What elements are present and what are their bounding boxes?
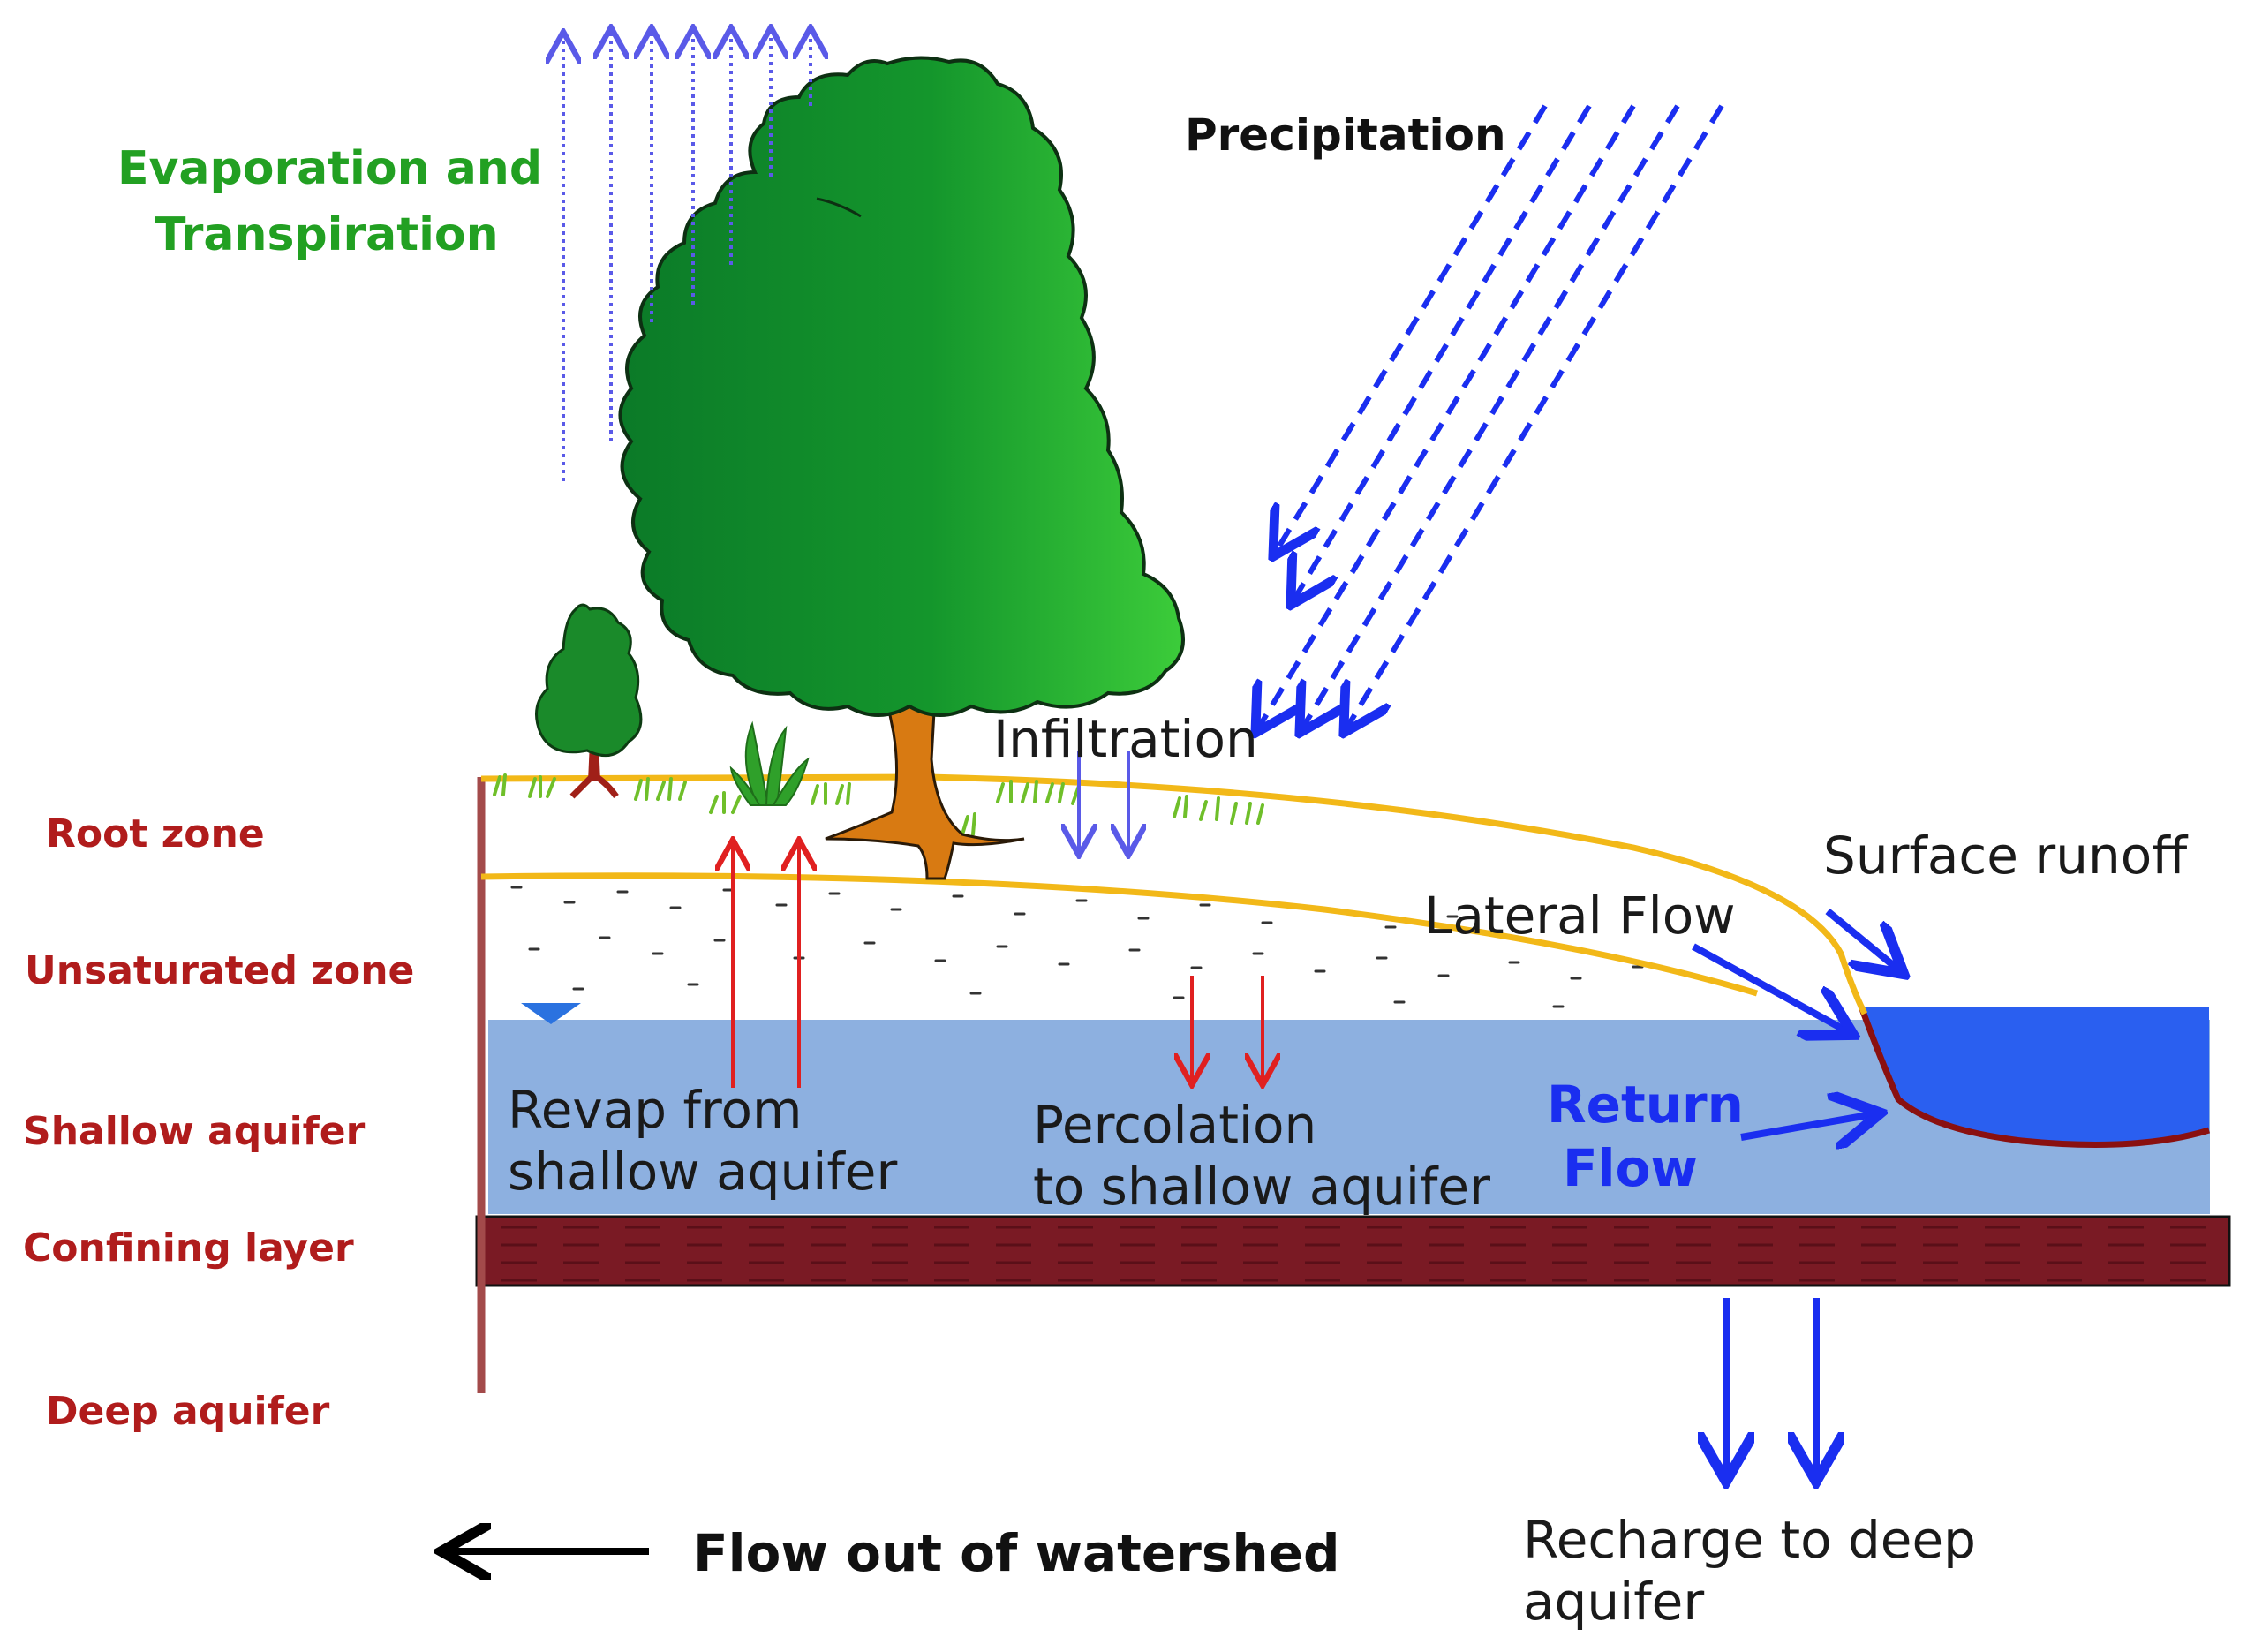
revap-label-line2: shallow aquifer: [508, 1142, 898, 1202]
evaporation-label-line1: Evaporation and: [117, 142, 543, 195]
root-zone-bottom-line: [480, 872, 1759, 997]
water-table-marker: [521, 1003, 581, 1024]
evaporation-label-line2: Transpiration: [155, 208, 499, 261]
zone-label-shallow: Shallow aquifer: [23, 1109, 366, 1154]
return-flow-label-line1: Return: [1547, 1075, 1744, 1135]
infiltration-arrows: [1079, 751, 1128, 852]
zone-label-deep: Deep aquifer: [46, 1389, 330, 1434]
soil-speckles: [510, 886, 1644, 1008]
revap-arrows: [733, 843, 799, 1088]
canopy-detail-line: [816, 197, 862, 218]
flow-out-label: Flow out of watershed: [693, 1523, 1340, 1583]
percolation-label-line1: Percolation: [1033, 1095, 1317, 1155]
return-flow-arrow: [1740, 1114, 1874, 1137]
lateral-flow-arrow: [1692, 943, 1847, 1031]
percolation-label-line2: to shallow aquifer: [1033, 1157, 1490, 1217]
recharge-arrows: [1726, 1298, 1816, 1475]
large-tree-canopy: [618, 56, 1185, 717]
evaporation-arrows: [563, 31, 811, 481]
root-zone-top-line: [480, 773, 1868, 1015]
precipitation-label: Precipitation: [1185, 109, 1506, 161]
precipitation-rain: [1258, 104, 1724, 728]
lateral-flow-label: Lateral Flow: [1424, 886, 1736, 946]
recharge-label-line2: aquifer: [1523, 1572, 1705, 1632]
small-tree: [535, 603, 643, 799]
surface-runoff-arrow: [1825, 908, 1898, 969]
grass-tufts: [493, 773, 1264, 836]
recharge-label-line1: Recharge to deep: [1523, 1510, 1976, 1570]
infiltration-label: Infiltration: [993, 709, 1258, 769]
confining-layer-band: [475, 1215, 2231, 1287]
surface-runoff-label: Surface runoff: [1823, 826, 2188, 886]
zone-label-unsaturated: Unsaturated zone: [25, 948, 415, 993]
revap-label-line1: Revap from: [508, 1080, 803, 1140]
stream-water: [1861, 1007, 2209, 1145]
return-flow-label-line2: Flow: [1563, 1138, 1698, 1198]
stream-bank: [1858, 1005, 2211, 1148]
small-plant: [729, 720, 810, 806]
percolation-arrows: [1192, 976, 1263, 1082]
large-tree-trunk: [825, 678, 1025, 880]
zone-label-confining: Confining layer: [23, 1226, 354, 1271]
zone-label-root: Root zone: [46, 811, 265, 856]
